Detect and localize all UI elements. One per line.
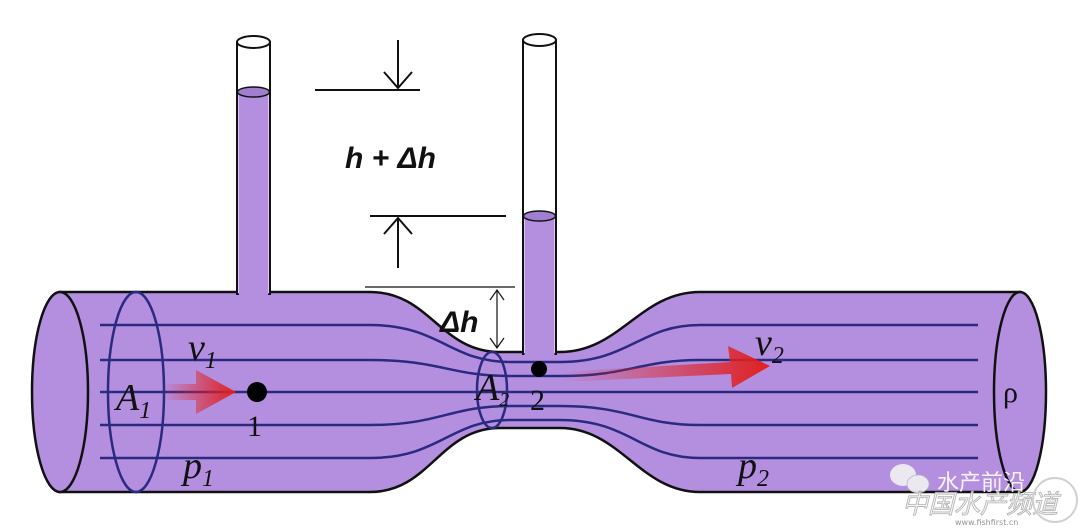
streamlines (100, 323, 978, 460)
point-2-label: 2 (530, 384, 545, 417)
head-total-label: h + Δh (345, 142, 436, 175)
head-dimension-marks (315, 40, 515, 350)
pipe-inlet-end (30, 290, 90, 494)
right-piezometer-tube (522, 33, 557, 356)
point-1-marker (247, 382, 267, 402)
watermark-url: www.fishfirst.cn (955, 518, 1018, 527)
velocity-arrow-2 (560, 346, 770, 388)
point-1-label: 1 (247, 410, 262, 443)
A1-label: A1 (113, 377, 151, 424)
p2-label: p2 (735, 445, 769, 492)
wechat-icon (890, 464, 930, 494)
p1-label: p1 (180, 445, 214, 492)
v2-label: v2 (755, 322, 784, 369)
watermark-site: 中国水产频道 (902, 490, 1062, 520)
velocity-arrow-1 (162, 370, 236, 414)
A2-label: A2 (473, 367, 509, 411)
watermark-account: 水产前沿 (937, 471, 1025, 496)
density-label: ρ (1003, 376, 1018, 409)
v1-label: v1 (188, 327, 217, 374)
left-piezometer-tube (236, 35, 271, 296)
globe-icon (1032, 477, 1078, 523)
head-delta-label: Δh (439, 306, 478, 339)
pipe-outlet-end (992, 290, 1048, 494)
cross-section-A2 (475, 350, 509, 430)
watermark: 水产前沿 中国水产频道 www.fishfirst.cn (890, 464, 1078, 527)
point-2-marker (531, 361, 547, 377)
